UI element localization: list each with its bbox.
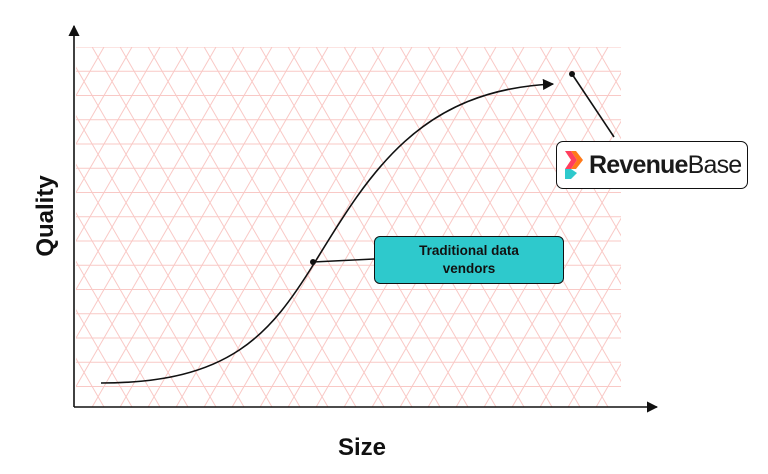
grid-line xyxy=(455,47,621,334)
brand-name-part1: Revenue xyxy=(589,150,688,179)
brand-pointer-dot xyxy=(569,71,575,77)
grid-line xyxy=(624,47,768,407)
grid-line xyxy=(652,47,768,407)
grid-line xyxy=(147,47,357,407)
grid-line xyxy=(76,47,189,242)
grid-line xyxy=(595,362,621,407)
grid-line xyxy=(708,47,768,407)
callout-label: Traditional data vendors xyxy=(419,242,519,276)
grid-line xyxy=(399,47,609,407)
grid-line xyxy=(736,47,768,407)
traditional-vendors-callout: Traditional data vendors xyxy=(374,236,564,284)
revenuebase-logo-icon xyxy=(565,151,583,179)
grid-line xyxy=(371,47,581,407)
x-axis-title: Size xyxy=(337,434,387,461)
grid-line xyxy=(652,47,768,407)
grid-line xyxy=(76,163,217,407)
grid-line xyxy=(315,47,525,407)
grid-line xyxy=(76,47,161,194)
grid-line xyxy=(624,47,768,407)
y-axis-title: Quality xyxy=(32,175,59,257)
grid-line xyxy=(76,47,133,145)
grid-line xyxy=(203,47,413,407)
grid-line xyxy=(511,47,621,237)
grid-line xyxy=(483,47,621,286)
grid-line xyxy=(427,47,621,383)
grid-line xyxy=(175,47,385,407)
revenuebase-brand-box: RevenueBase xyxy=(556,141,748,189)
brand-name-part2: Base xyxy=(687,150,743,179)
grid-line xyxy=(91,47,301,407)
grid-line xyxy=(595,47,621,92)
grid-line xyxy=(764,47,768,407)
grid-line xyxy=(76,260,161,407)
brand-name: RevenueBase xyxy=(589,150,743,179)
callout-pointer-dot xyxy=(310,259,316,265)
grid-line xyxy=(76,212,189,407)
grid-line xyxy=(680,47,768,407)
grid-line xyxy=(539,265,621,407)
grid-line xyxy=(76,309,133,407)
grid-line xyxy=(76,115,245,407)
callout-pointer-line xyxy=(312,258,375,263)
grid-line xyxy=(287,47,497,407)
grid-line xyxy=(119,47,329,407)
brand-pointer-line xyxy=(571,73,615,138)
grid-line xyxy=(343,47,553,407)
grid-line xyxy=(539,47,621,189)
grid-line xyxy=(680,47,768,407)
grid-line xyxy=(736,47,768,407)
grid-line xyxy=(708,47,768,407)
grid-line xyxy=(259,47,469,407)
grid-line xyxy=(764,47,768,407)
grid-line xyxy=(567,47,621,140)
triangular-grid xyxy=(76,47,768,407)
grid-line xyxy=(76,66,273,407)
grid-line xyxy=(567,314,621,407)
